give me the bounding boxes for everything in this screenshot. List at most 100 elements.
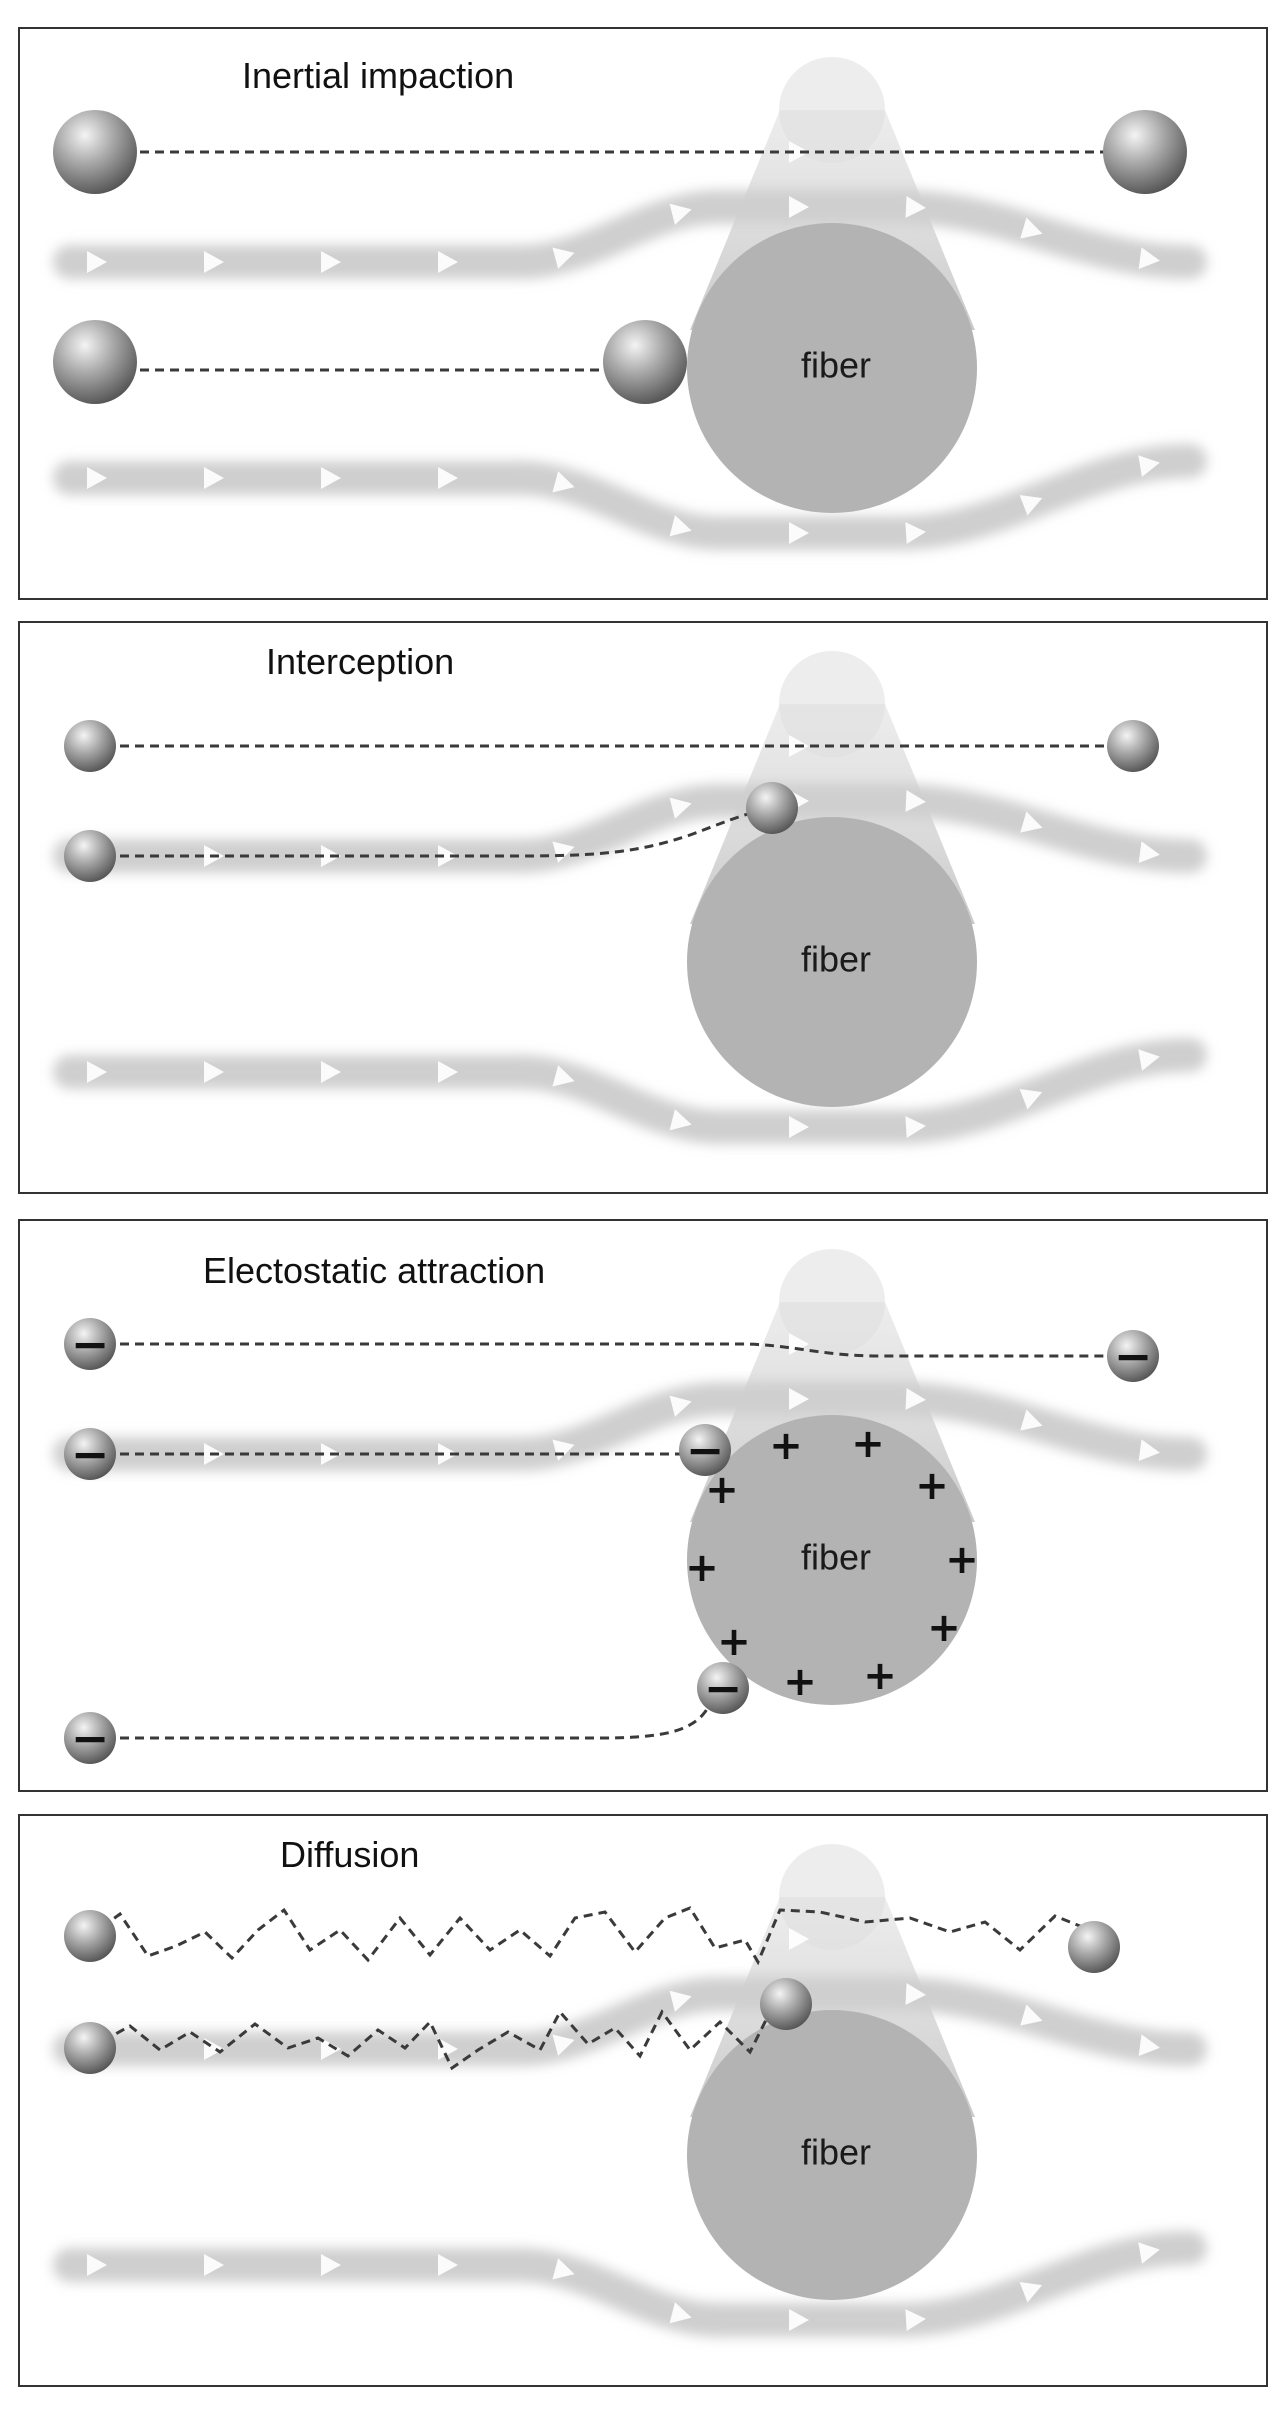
particles: − − − − − − (64, 1317, 1159, 1765)
flow-arrow (905, 1982, 926, 2005)
flow-arrow (438, 251, 458, 273)
flow-arrow (1020, 217, 1043, 239)
flow-arrow (321, 141, 341, 163)
negative-particle: − (64, 1711, 116, 1765)
panel-interception: Interception fiber (18, 621, 1268, 1194)
flow-arrow (789, 1333, 809, 1355)
particle-path (90, 806, 773, 858)
flow-arrow (1020, 1409, 1043, 1431)
flow-arrow (669, 797, 692, 819)
flow-arrow (552, 2034, 575, 2056)
flow-arrow (1020, 2004, 1043, 2026)
fiber-label: fiber (801, 1537, 871, 1578)
flow-arrow (669, 1395, 692, 1417)
flow-arrow (737, 1727, 757, 1749)
flow-arrow (906, 141, 926, 163)
particle (746, 782, 798, 834)
flow-arrow (204, 251, 224, 273)
fiber-label: fiber (801, 939, 871, 980)
panel-title: Inertial impaction (242, 55, 514, 96)
streamline (53, 1977, 1207, 2066)
particle (1103, 110, 1187, 194)
panel-frame (18, 1219, 1268, 1792)
fiber (687, 1415, 977, 1705)
flow-arrow (905, 1116, 926, 1139)
flow-arrow (555, 1543, 575, 1565)
positive-charge: + (769, 1423, 803, 1469)
flow-arrow (321, 467, 341, 489)
particle-paths (90, 744, 1133, 858)
flow-arrow (321, 1061, 341, 1083)
flow-arrow (438, 467, 458, 489)
flow-arrow (438, 945, 458, 967)
flow-arrow (555, 1928, 575, 1950)
particle (1068, 1921, 1120, 1973)
flow-arrow (1023, 735, 1043, 757)
flow-arrow (1019, 1089, 1043, 1110)
flow-arrow (1138, 455, 1160, 477)
negative-charge: − (686, 1423, 725, 1477)
flow-arrow (321, 2138, 341, 2160)
panel-electrostatic-attraction: Electostatic attraction fiber + + + + + … (18, 1219, 1268, 1792)
particle (1107, 720, 1159, 772)
flow-arrow (87, 2254, 107, 2276)
flow-arrow (204, 945, 224, 967)
panel-title: Electostatic attraction (203, 1250, 545, 1291)
streamlines (53, 1922, 1207, 2337)
flow-arrow (204, 1543, 224, 1565)
flow-arrow (789, 2309, 809, 2331)
flow-arrow (672, 1928, 692, 1950)
flow-arrow (1088, 1727, 1108, 1749)
fiber (687, 223, 977, 513)
flow-arrow (1138, 247, 1160, 270)
positive-charge: + (915, 1463, 949, 1509)
flow-arrow (905, 2309, 926, 2332)
flow-arrow (204, 467, 224, 489)
negative-charge: − (1114, 1329, 1153, 1383)
flow-arrow (552, 1065, 575, 1087)
flow-arrow (204, 2254, 224, 2276)
flow-arrow (1020, 811, 1043, 833)
particle (64, 720, 116, 772)
flow-arrow (555, 945, 575, 967)
flow-arrow (555, 351, 575, 373)
flow-arrow (789, 522, 809, 544)
flow-arrow (906, 1928, 926, 1950)
particle (64, 2022, 116, 2074)
flow-arrow (87, 1061, 107, 1083)
flow-arrow (1023, 1333, 1043, 1355)
flow-arrow (1140, 1928, 1160, 1950)
flow-arrow (87, 251, 107, 273)
flow-arrow (204, 1061, 224, 1083)
negative-charge: − (704, 1661, 743, 1715)
flow-arrow (1138, 2242, 1160, 2264)
particle (64, 830, 116, 882)
particle-paths (89, 1906, 1091, 2071)
flow-arrow (552, 247, 575, 269)
flow-arrow (438, 1061, 458, 1083)
positive-charge: + (863, 1653, 897, 1699)
flow-arrow (438, 2038, 458, 2060)
panel-title: Interception (266, 641, 454, 682)
negative-particle: − (64, 1427, 116, 1481)
streamline (53, 2231, 1207, 2337)
flow-arrow (789, 141, 809, 163)
flow-arrow (669, 1109, 692, 1131)
flow-arrow (1138, 1439, 1160, 1462)
fiber (687, 2010, 977, 2300)
positive-charge: + (851, 1421, 885, 1467)
flow-arrow (906, 1333, 926, 1355)
particle (760, 1978, 812, 2030)
negative-charge: − (71, 1427, 110, 1481)
flow-arrow (905, 1387, 926, 1410)
flow-arrow (552, 841, 575, 863)
flow-arrow (87, 945, 107, 967)
flow-arrow (1138, 1049, 1160, 1071)
flow-arrow (204, 351, 224, 373)
flow-arrow (971, 1727, 991, 1749)
flow-arrow (204, 1928, 224, 1950)
flow-arrow (854, 1727, 874, 1749)
negative-particle: − (1107, 1329, 1159, 1383)
flow-arrow (552, 2258, 575, 2280)
